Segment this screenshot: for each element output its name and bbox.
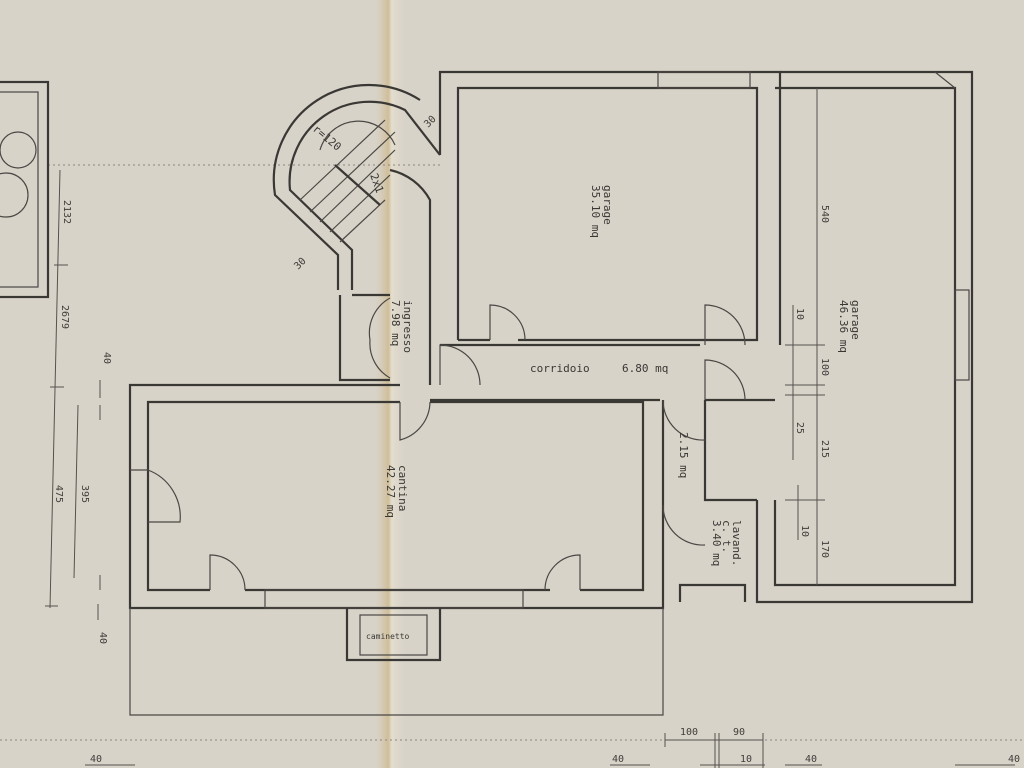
label-garage-large: garage [849,300,862,340]
guide-lines [0,164,1024,741]
label-garage-small: garage [601,185,614,225]
dim-40-bottom: 40 [97,632,108,644]
label-caminetto: caminetto [366,632,410,641]
dim-170: 170 [819,540,830,558]
dim-90: 90 [733,727,745,738]
stair-radius: r=120 [310,122,344,153]
dim-100: 100 [819,358,830,376]
label-garage-small-area: 35.10 mq [589,185,602,238]
dim-40-bottom-c: 40 [90,754,102,765]
label-ingresso: ingresso [401,300,414,353]
dim-10-bottom-row: 10 [740,754,752,765]
dim-475: 475 [53,485,64,503]
label-disimpegno-area: 2.15 mq [677,432,690,478]
dim-100-bottom: 100 [680,727,698,738]
staircase: r=120 2x1 30 30 [272,83,441,385]
dim-40-bottom-d: 40 [1008,754,1020,765]
lavanderia-walls [662,399,757,602]
right-dimensions: 540 10 100 25 215 10 170 [785,88,830,585]
garage-small-walls [438,70,782,345]
dim-25: 25 [794,422,805,434]
dim-40-bottom-a: 40 [612,754,624,765]
label-lavanderia: lavand. [730,520,743,566]
label-cantina-area: 42.27 mq [384,465,397,518]
dim-10-top: 10 [794,308,805,320]
dim-40-top: 40 [101,352,112,364]
exterior-platform [129,608,664,716]
corridor-walls [430,304,775,402]
label-garage-large-area: 46.36 mq [837,300,850,353]
bottom-dimensions: 100 90 10 40 40 40 40 [85,727,1020,768]
label-cantina: cantina [396,465,409,511]
left-dimensions: 2132 2679 475 395 40 40 [45,169,112,644]
stair-step-a: 30 [422,114,438,130]
label-lavanderia-area: 3.40 mq [710,520,723,566]
garden-box [0,80,50,299]
dim-2679: 2679 [59,305,70,329]
stair-step-b: 30 [292,256,308,272]
dim-540: 540 [819,205,830,223]
dim-215: 215 [819,440,830,458]
label-corridoio: corridoio [530,362,590,375]
dim-40-bottom-b: 40 [805,754,817,765]
room-labels: garage 35.10 mq garage 46.36 mq corridoi… [366,185,862,641]
label-corridoio-area: 6.80 mq [622,362,668,375]
ingresso-walls [338,293,391,382]
dim-2132: 2132 [61,200,72,224]
dim-395: 395 [79,485,90,503]
garage-large-walls [755,70,974,604]
dim-10-bottom: 10 [799,525,810,537]
label-lavanderia-sub: c. t. [720,520,733,553]
label-ingresso-area: 7.98 mq [389,300,402,346]
stair-run: 2x1 [367,172,386,195]
